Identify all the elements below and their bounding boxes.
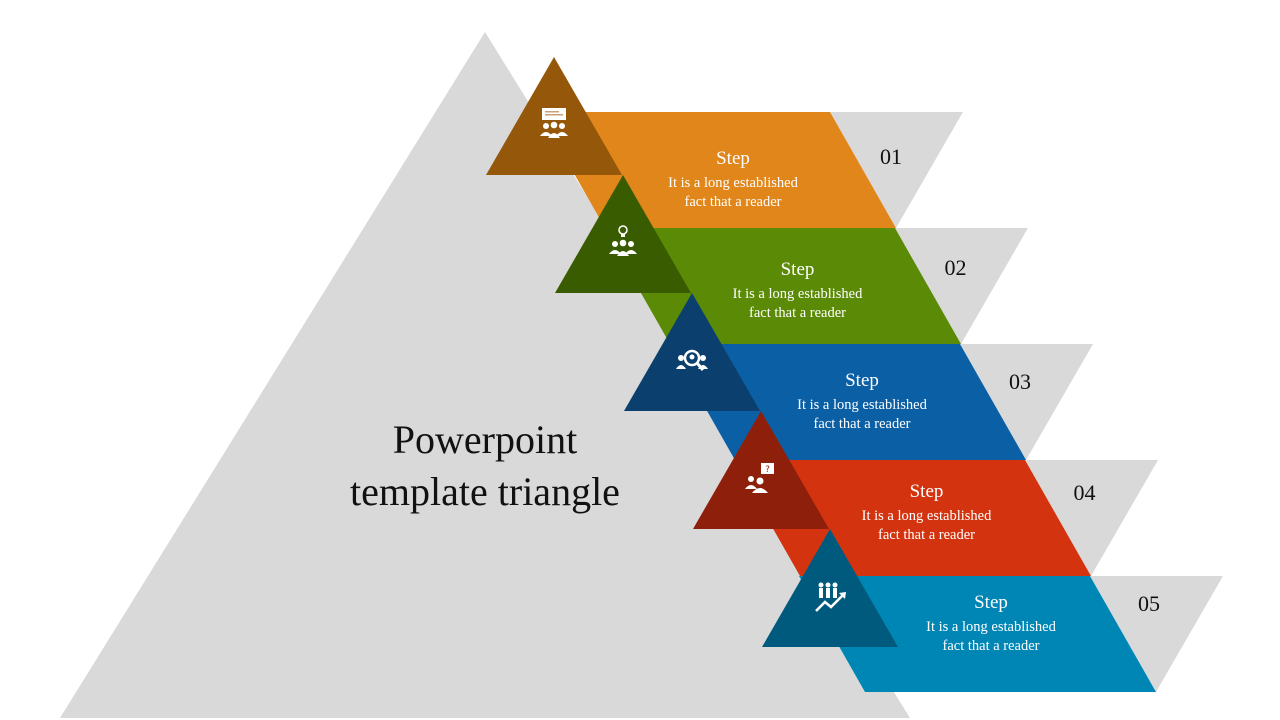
step-description-line-1: It is a long established	[926, 619, 1056, 635]
number-triangle	[830, 112, 963, 228]
step-title: Step	[780, 259, 815, 280]
step-text: Step It is a long established fact that a …	[742, 369, 982, 434]
title-line-1: Powerpoint	[392, 417, 578, 462]
step-description-line-1: It is a long established	[668, 175, 798, 191]
step-number: 01	[880, 144, 902, 169]
step-description: It is a long established fact that a read…	[742, 396, 982, 434]
step-description-line-2: fact that a reader	[684, 194, 782, 210]
number-triangle	[895, 228, 1028, 344]
step-number: 05	[1138, 591, 1160, 616]
step-number: 04	[1073, 480, 1096, 505]
page-title: Powerpoint template triangle	[285, 414, 685, 518]
step-title: Step	[909, 481, 944, 502]
step-title: Step	[974, 592, 1008, 613]
title-line-2: template triangle	[350, 469, 620, 514]
step-description: It is a long established fact that a read…	[678, 285, 918, 323]
step-text: Step It is a long established fact that a …	[613, 147, 853, 212]
step-text: Step It is a long established fact that a …	[678, 258, 918, 323]
number-triangle	[1025, 460, 1158, 576]
number-triangle	[960, 344, 1093, 460]
number-triangle	[1090, 576, 1223, 692]
step-description-line-1: It is a long established	[797, 397, 927, 413]
presentation-audience-icon	[534, 105, 574, 145]
step-title: Step	[845, 370, 879, 391]
svg-text:?: ?	[765, 465, 770, 475]
step-description-line-2: fact that a reader	[942, 638, 1040, 654]
step-description: It is a long established fact that a read…	[871, 618, 1111, 656]
step-text: Step It is a long established fact that a …	[807, 480, 1047, 545]
step-description: It is a long established fact that a read…	[807, 507, 1047, 545]
step-description-line-2: fact that a reader	[878, 527, 975, 543]
step-number: 03	[1009, 369, 1031, 394]
team-idea-icon	[603, 223, 643, 263]
step-description-line-2: fact that a reader	[749, 305, 846, 321]
team-question-icon: ?	[741, 459, 781, 499]
step-description: It is a long established fact that a read…	[613, 174, 853, 212]
step-text: Step It is a long established fact that a …	[871, 591, 1111, 656]
team-growth-icon	[810, 577, 850, 617]
step-number: 02	[944, 255, 967, 280]
step-band	[799, 576, 1156, 692]
background-triangle	[60, 32, 910, 718]
step-title: Step	[716, 148, 750, 169]
step-description-line-1: It is a long established	[861, 508, 992, 524]
step-description-line-2: fact that a reader	[813, 416, 911, 432]
team-search-icon	[672, 341, 712, 381]
step-description-line-1: It is a long established	[732, 286, 863, 302]
